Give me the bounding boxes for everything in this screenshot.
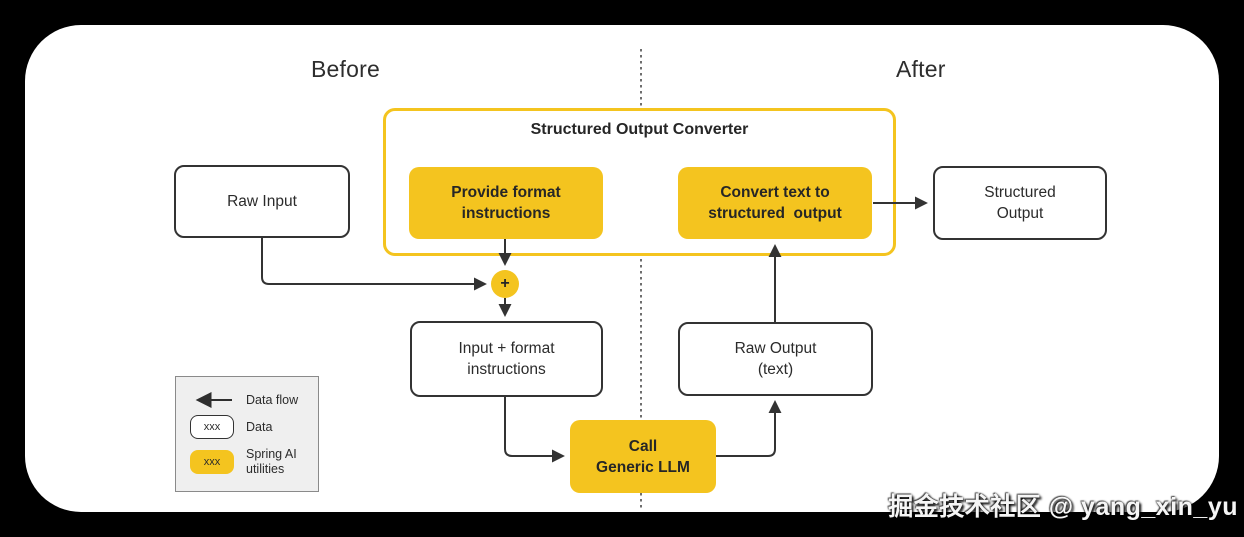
convert-text-node: Convert text to structured output [678,167,872,239]
legend-spring-ai-line1: Spring AI [246,447,297,461]
spring-ai-box-swatch: xxx [190,450,234,474]
input-format-line2: instructions [467,361,546,378]
legend-row-data-flow: Data flow [190,388,298,412]
raw-output-node: Raw Output (text) [678,322,873,396]
legend-data-flow-label: Data flow [246,392,299,407]
legend-row-spring-ai: xxx Spring AI utilities [190,447,297,477]
data-box-swatch-text: xxx [203,421,221,433]
raw-output-line1: Raw Output [734,340,817,357]
raw-input-node: Raw Input [174,165,350,238]
provide-format-instructions-node: Provide format instructions [409,167,603,239]
provide-format-line2: instructions [461,205,551,222]
structured-output-line1: Structured [984,184,1056,201]
legend-spring-ai-line2: utilities [246,462,285,476]
plus-symbol: + [500,275,510,292]
watermark: 掘金技术社区 @ yang_xin_yu [888,493,1238,521]
data-box-swatch: xxx [190,415,234,439]
spring-ai-swatch-text: xxx [203,456,221,468]
convert-text-line1: Convert text to [720,184,830,201]
call-llm-line2: Generic LLM [596,458,690,476]
legend: Data flow xxx Data xxx Spring AI utiliti… [175,376,319,492]
input-format-line1: Input + format [458,340,555,357]
data-flow-arrow-icon [195,392,232,408]
raw-input-label: Raw Input [227,193,297,210]
call-generic-llm-node: Call Generic LLM [570,420,716,493]
structured-output-node: Structured Output [933,166,1107,240]
raw-output-line2: (text) [757,361,794,378]
plus-merge-icon: + [491,270,519,298]
call-llm-line1: Call [628,437,658,455]
after-label: After [896,56,946,82]
legend-row-data: xxx Data [190,415,272,439]
legend-spring-ai-label: Spring AI utilities [246,447,297,477]
provide-format-line1: Provide format [451,184,561,201]
before-label: Before [311,56,380,82]
input-format-instructions-node: Input + format instructions [410,321,603,397]
structured-output-line2: Output [996,205,1044,222]
convert-text-line2: structured output [708,205,842,222]
structured-output-converter-title: Structured Output Converter [530,121,749,138]
legend-data-label: Data [246,419,273,434]
